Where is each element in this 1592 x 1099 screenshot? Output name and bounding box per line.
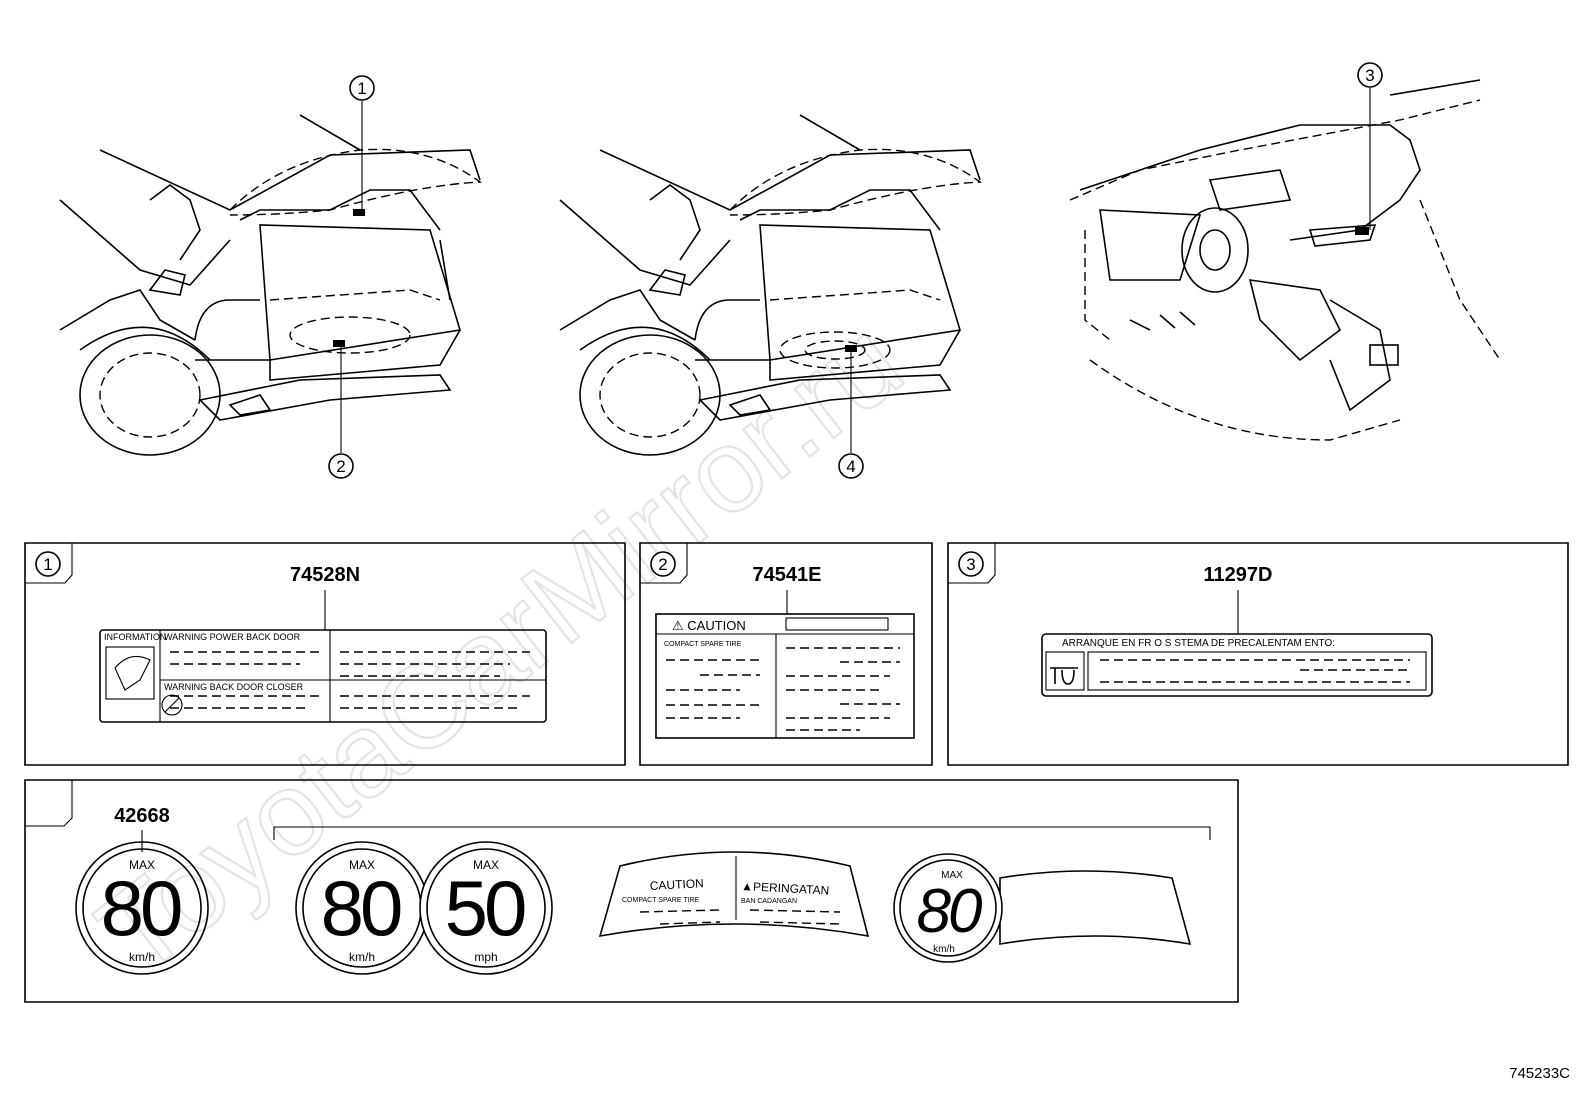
- sign-4-max: MAX: [941, 870, 963, 881]
- label-information-text: INFORMATION: [104, 632, 166, 642]
- caution-title-text: ⚠ CAUTION: [672, 618, 746, 633]
- sign-2-unit: km/h: [349, 950, 375, 964]
- part-number-74541E: 74541E: [753, 564, 822, 586]
- panel-1: 1 74528N INFORMATION WARNING POWER BACK …: [24, 542, 626, 766]
- sign-1-unit: km/h: [129, 950, 155, 964]
- arc-caution-sub: COMPACT SPARE TIRE: [622, 897, 700, 904]
- sign-2-value: 80: [321, 864, 401, 952]
- part-number-74528N: 74528N: [290, 564, 360, 586]
- panel-2-index: 2: [658, 555, 667, 574]
- compact-spare-tire-text: COMPACT SPARE TIRE: [664, 641, 742, 648]
- label-74541E: ⚠ CAUTION COMPACT SPARE TIRE: [655, 613, 915, 739]
- arc-peringatan-title: ▲PERINGATAN: [741, 879, 830, 898]
- sign-2-max: MAX: [349, 858, 375, 872]
- label-11297D: ARRANQUE EN FR O S STEMA DE PRECALENTAM …: [1041, 633, 1433, 697]
- part-number-42668: 42668: [114, 805, 170, 827]
- speed-sign-50-mph: MAX 50 mph: [419, 841, 553, 975]
- arranque-text: ARRANQUE EN FR O S STEMA DE PRECALENTAM …: [1062, 638, 1335, 649]
- arc-peringatan-sub: BAN CADANGAN: [741, 898, 797, 905]
- callout-1: 1: [357, 79, 366, 98]
- panel-1-index: 1: [43, 555, 52, 574]
- callout-2: 2: [336, 457, 345, 476]
- label-warning-power-text: WARNING POWER BACK DOOR: [164, 632, 301, 642]
- panel-2: 2 74541E ⚠ CAUTION COMPACT SPARE TIRE: [639, 542, 933, 766]
- label-74528N: INFORMATION WARNING POWER BACK DOOR WARN…: [99, 629, 547, 723]
- dashboard-view: 3: [1069, 62, 1501, 441]
- arc-caution-title: CAUTION: [649, 876, 704, 893]
- speed-sign-80-kmh: MAX 80 km/h: [75, 841, 209, 975]
- arc-caution-label: CAUTION COMPACT SPARE TIRE ▲PERINGATAN B…: [598, 851, 870, 938]
- panel-3-index: 3: [966, 555, 975, 574]
- sign-3-unit: mph: [474, 950, 497, 964]
- callout-4: 4: [846, 457, 855, 476]
- callout-3: 3: [1365, 66, 1374, 85]
- panel-3: 3 11297D ARRANQUE EN FR O S STEMA DE PRE…: [947, 542, 1569, 766]
- sign-3-value: 50: [445, 864, 525, 952]
- vehicle-rear-view-1: 1 2: [59, 75, 482, 479]
- sign-3-max: MAX: [473, 858, 499, 872]
- panel-4: 42668 MAX 80 km/h MAX 80 km/h MAX 50 mph: [24, 779, 1239, 1003]
- sign-1-max: MAX: [129, 858, 155, 872]
- vehicle-rear-view-2: 4: [559, 114, 982, 479]
- sign-4-value: 80: [917, 877, 982, 946]
- speed-sign-80-kmh-italic: MAX 80 km/h: [893, 853, 1192, 963]
- speed-sign-80-kmh-dual: MAX 80 km/h: [295, 841, 429, 975]
- figure-id: 745233C: [1509, 1065, 1570, 1082]
- part-number-11297D: 11297D: [1204, 564, 1273, 586]
- sign-4-unit: km/h: [933, 944, 955, 955]
- label-warning-closer-text: WARNING BACK DOOR CLOSER: [164, 682, 304, 692]
- sign-1-value: 80: [101, 864, 181, 952]
